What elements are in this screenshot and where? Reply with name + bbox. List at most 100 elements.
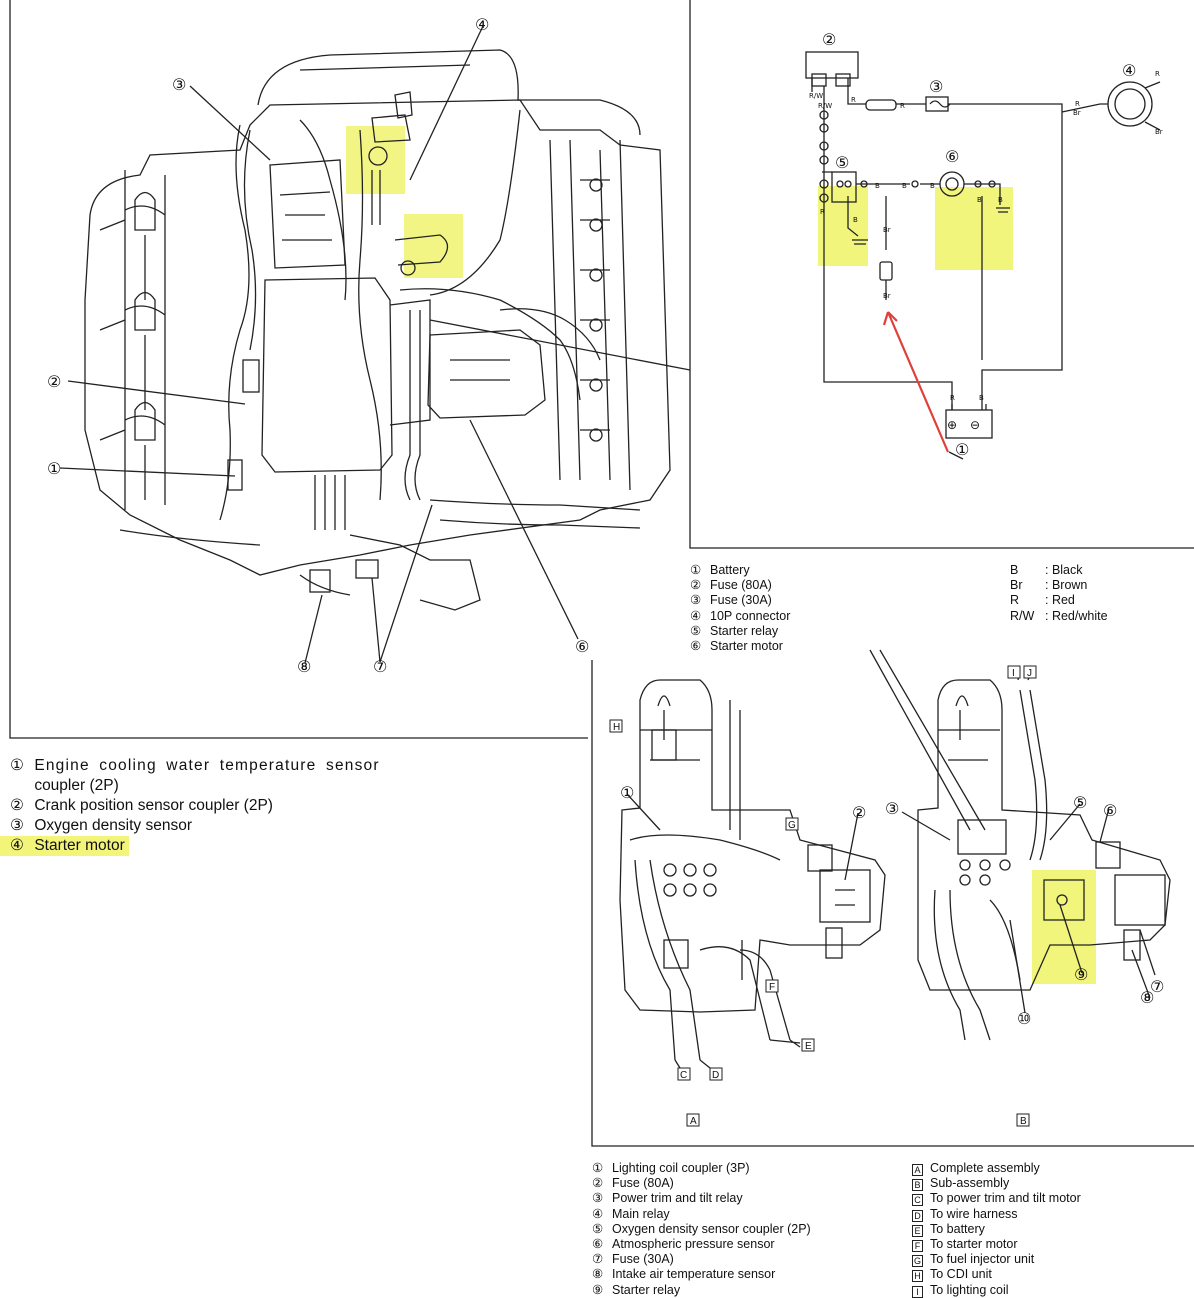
route-box-C: C [677, 1067, 691, 1081]
legend-number: ⑦ [592, 1252, 604, 1267]
legend-text: Main relay [612, 1206, 670, 1221]
legend-number: ④ [592, 1206, 604, 1221]
electrical-box-B [869, 649, 1171, 1041]
engine-legend: ① Engine cooling water temperature senso… [0, 756, 400, 856]
legend-number: ② [10, 797, 24, 814]
legend-box-letter: G [912, 1255, 923, 1268]
wire-label-b-6: B [977, 196, 982, 204]
wire-label-b-2: B [902, 182, 907, 190]
legend-text: Fuse (30A) [710, 593, 772, 608]
color-code: R/W [1010, 608, 1035, 623]
highlight-starter-relay-box [1032, 870, 1096, 984]
legend-box-letter: D [912, 1209, 923, 1222]
color-code-item: Br: Brown [1010, 578, 1160, 593]
legend-text: Crank position sensor coupler (2P) [34, 797, 273, 814]
color-code-item: R: Red [1010, 593, 1160, 608]
legend-text: Starter relay [710, 623, 779, 638]
legend-number: ② [690, 578, 702, 593]
engine-legend-item-1: ① Engine cooling water temperature senso… [10, 756, 400, 776]
legend-text: Starter motor [710, 639, 783, 654]
assembly-label-A: A [686, 1113, 700, 1127]
callout-wiring-4: ④ [1122, 61, 1136, 80]
wire-label-br-3: Br [883, 226, 891, 234]
legend-box-letter: F [912, 1240, 923, 1253]
legend-text: Sub-assembly [930, 1176, 1010, 1191]
legend-number: ④ [10, 837, 24, 854]
legend-text: To CDI unit [930, 1267, 992, 1282]
svg-text:C: C [680, 1070, 687, 1081]
engine-legend-item-4-highlighted: ④ Starter motor [0, 836, 129, 856]
wire-label-b-5: B [998, 196, 1003, 204]
legend-text: To wire harness [930, 1206, 1018, 1221]
assembly-label-B: B [1016, 1113, 1030, 1127]
legend-text: Engine cooling water temperature sensor [34, 757, 380, 774]
legend-text: To lighting coil [930, 1282, 1009, 1297]
legend-text: coupler (2P) [34, 777, 119, 794]
wire-label-br-2: Br [1155, 128, 1163, 136]
color-code: Br [1010, 578, 1023, 593]
route-box-G: G [785, 817, 799, 831]
engine-drawing [59, 25, 691, 664]
svg-text:I: I [1012, 668, 1015, 679]
callout-engine-8: ⑧ [297, 657, 311, 676]
legend-number: ① [10, 757, 24, 774]
route-box-F: F [765, 979, 779, 993]
wire-label-r-1: R [851, 96, 856, 104]
legend-text: Starter relay [612, 1282, 681, 1297]
legend-box-letter: H [912, 1270, 923, 1283]
callout-wiring-5: ⑤ [835, 153, 849, 172]
route-box-H: H [609, 719, 623, 733]
color-meaning: : Red/white [1045, 608, 1108, 623]
legend-number: ③ [690, 593, 702, 608]
svg-text:H: H [613, 722, 620, 733]
callout-wiring-6: ⑥ [945, 147, 959, 166]
box-legend-item: ④ Main relay [592, 1207, 892, 1222]
callout-box-3: ③ [885, 799, 899, 818]
wire-label-b-1: B [875, 182, 880, 190]
legend-text: Atmospheric pressure sensor [612, 1237, 775, 1252]
legend-number: ⑤ [690, 623, 702, 638]
legend-text: Oxygen density sensor coupler (2P) [612, 1221, 811, 1236]
callout-box-1: ① [620, 783, 634, 802]
box-legend-item: B Sub-assembly [912, 1176, 1182, 1192]
box-legend-item: D To wire harness [912, 1207, 1182, 1222]
wire-label-r-3: R [1075, 100, 1080, 108]
legend-number: ④ [690, 608, 702, 623]
route-box-D: D [709, 1067, 723, 1081]
callout-box-2: ② [852, 803, 866, 822]
box-legend-item: ① Lighting coil coupler (3P) [592, 1161, 892, 1176]
wiring-legend-item: ② Fuse (80A) [690, 578, 920, 593]
legend-number: ① [592, 1161, 604, 1175]
legend-box-letter: E [912, 1224, 923, 1237]
legend-text: To starter motor [930, 1237, 1018, 1252]
svg-text:D: D [712, 1070, 719, 1081]
callout-wiring-1: ① [955, 440, 969, 459]
engine-legend-item-3: ③ Oxygen density sensor [10, 816, 400, 836]
wire-label-r-4: R [1155, 70, 1160, 78]
svg-text:E: E [805, 1041, 812, 1052]
callout-engine-7: ⑦ [373, 657, 387, 676]
legend-box-letter: B [912, 1179, 923, 1192]
route-box-J: J [1023, 665, 1037, 679]
wire-label-b-4: B [853, 216, 858, 224]
legend-number: ③ [592, 1191, 604, 1206]
wire-label-rw-2: R/W [818, 102, 832, 110]
wiring-legend-item: ⑤ Starter relay [690, 624, 920, 639]
legend-text: Lighting coil coupler (3P) [612, 1161, 750, 1175]
callout-box-7: ⑦ [1150, 977, 1164, 996]
callout-box-6: ⑥ [1103, 801, 1117, 820]
legend-text: Fuse (80A) [710, 578, 772, 593]
route-box-E: E [801, 1038, 815, 1052]
legend-box-letter: A [912, 1164, 923, 1176]
callout-engine-3: ③ [172, 75, 186, 94]
legend-number: ② [592, 1176, 604, 1191]
